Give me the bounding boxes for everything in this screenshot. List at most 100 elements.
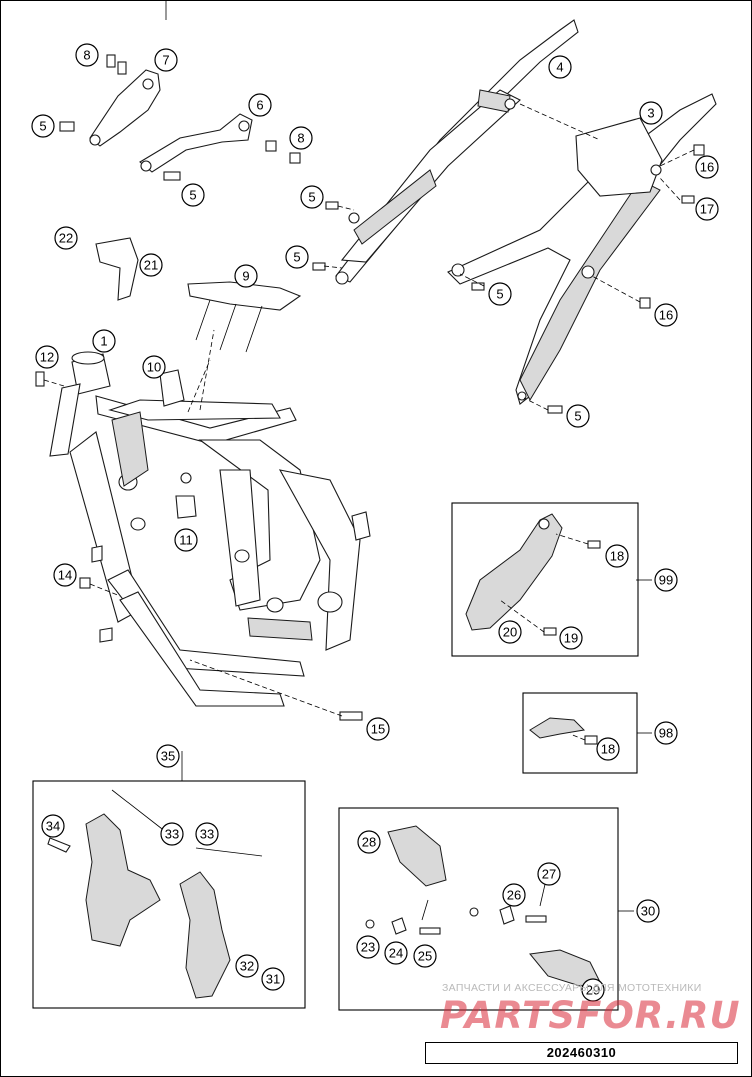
callout-99: 99	[654, 568, 678, 592]
callout-circle	[174, 528, 198, 552]
callout-label: 18	[610, 549, 624, 564]
callout-11: 11	[174, 528, 198, 552]
callout-8: 8	[75, 43, 99, 67]
callout-label: 19	[564, 631, 578, 646]
callout-8: 8	[289, 126, 313, 150]
callout-label: 34	[46, 819, 60, 834]
callout-28: 28	[357, 830, 381, 854]
callout-label: 31	[266, 972, 280, 987]
callout-label: 18	[601, 742, 615, 757]
callout-circle	[596, 737, 620, 761]
callout-circle	[261, 967, 285, 991]
callout-label: 26	[507, 888, 521, 903]
callout-5: 5	[566, 404, 590, 428]
bolts-and-nuts	[35, 54, 705, 745]
callout-circle	[366, 717, 390, 741]
callout-label: 33	[200, 827, 214, 842]
callout-19: 19	[559, 626, 583, 650]
callout-circle	[248, 93, 272, 117]
callout-label: 20	[503, 625, 517, 640]
callout-label: 33	[165, 827, 179, 842]
callout-17: 17	[695, 197, 719, 221]
callout-32: 32	[235, 954, 259, 978]
callout-circle	[566, 404, 590, 428]
callout-label: 99	[659, 573, 673, 588]
callout-label: 9	[242, 269, 249, 284]
callout-label: 5	[496, 287, 503, 302]
callout-24: 24	[384, 941, 408, 965]
callout-label: 11	[179, 533, 193, 548]
callout-circle	[654, 568, 678, 592]
callout-label: 17	[700, 202, 714, 217]
frame-protector-left	[47, 789, 167, 947]
callout-label: 25	[418, 949, 432, 964]
callout-circle	[502, 883, 526, 907]
callout-circle	[413, 944, 437, 968]
callout-circle	[235, 954, 259, 978]
callout-27: 27	[537, 862, 561, 886]
engine-bracket-upper	[89, 69, 161, 147]
callout-label: 3	[647, 106, 654, 121]
callout-circle	[357, 830, 381, 854]
callout-label: 5	[39, 119, 46, 134]
callout-label: 1	[100, 334, 107, 349]
callout-14: 14	[53, 563, 77, 587]
callout-5: 5	[31, 114, 55, 138]
callout-label: 5	[189, 188, 196, 203]
callout-circle	[181, 183, 205, 207]
group-box-30	[338, 807, 619, 1011]
callout-circle	[234, 264, 258, 288]
callout-circle	[559, 626, 583, 650]
callout-5: 5	[300, 185, 324, 209]
callout-16: 16	[654, 303, 678, 327]
clip-11	[175, 472, 197, 519]
callout-circle	[289, 126, 313, 150]
callout-circle	[639, 101, 663, 125]
callout-label: 12	[40, 350, 54, 365]
callout-circle	[300, 185, 324, 209]
callout-1: 1	[92, 329, 116, 353]
callout-circle	[695, 197, 719, 221]
watermark-brand: PARTSFOR.RU	[440, 994, 741, 1037]
footpeg-hardware	[365, 879, 547, 935]
callout-9: 9	[234, 264, 258, 288]
callout-label: 27	[542, 867, 556, 882]
callout-circle	[139, 253, 163, 277]
callout-20: 20	[498, 620, 522, 644]
callout-circle	[156, 744, 180, 768]
callout-16: 16	[695, 155, 719, 179]
callout-circle	[654, 721, 678, 745]
callout-label: 16	[700, 160, 714, 175]
group-box-99	[451, 502, 639, 657]
callout-label: 5	[308, 190, 315, 205]
callout-label: 14	[58, 568, 72, 583]
callout-connectors	[165, 0, 652, 912]
subframe-left-rail	[335, 19, 579, 285]
frame-protector-right	[179, 847, 263, 999]
callout-33: 33	[195, 822, 219, 846]
callout-circle	[548, 55, 572, 79]
callout-7: 7	[154, 48, 178, 72]
callout-label: 30	[641, 904, 655, 919]
callout-circle	[581, 978, 605, 1002]
bracket-10	[159, 369, 185, 407]
footpeg-28	[387, 825, 447, 887]
callout-label: 23	[361, 940, 375, 955]
callout-21: 21	[139, 253, 163, 277]
callout-5: 5	[285, 245, 309, 269]
callout-circle	[285, 245, 309, 269]
callout-circle	[160, 822, 184, 846]
callout-35: 35	[156, 744, 180, 768]
callout-label: 8	[83, 48, 90, 63]
callout-label: 10	[147, 360, 161, 375]
document-number: 202460310	[425, 1042, 738, 1064]
callout-15: 15	[366, 717, 390, 741]
callout-30: 30	[636, 899, 660, 923]
cable-guide	[95, 237, 139, 301]
callout-6: 6	[248, 93, 272, 117]
callout-circle	[695, 155, 719, 179]
callout-5: 5	[488, 282, 512, 306]
callout-26: 26	[502, 883, 526, 907]
